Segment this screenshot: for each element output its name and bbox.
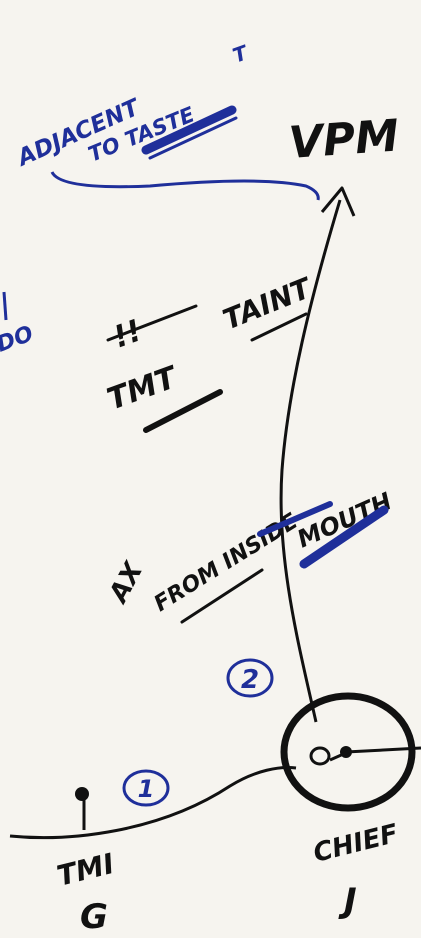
main-path-line <box>279 199 342 723</box>
blue-connector-arc <box>50 171 320 201</box>
tmt-quote-mark: !! <box>109 313 147 355</box>
tmt-label: TMT <box>103 360 184 418</box>
chief-label: CHIEF <box>310 819 401 869</box>
step-1-marker: 1 <box>122 769 170 807</box>
taint-underline <box>250 312 308 342</box>
tmi-pin <box>75 787 89 830</box>
ax-label: AX <box>103 556 150 609</box>
base-path-line <box>9 766 297 840</box>
mouth-label: MOUTH <box>293 487 396 553</box>
taste-mark: T <box>230 40 252 68</box>
hub-outer-ring <box>280 692 416 812</box>
step-2-marker: 2 <box>226 658 274 698</box>
arrowhead <box>320 186 356 217</box>
tmt-taint-label: TAINT <box>218 271 317 337</box>
tmt-taint-block: !! TMT TAINT <box>103 271 317 433</box>
quote-overline <box>106 304 198 342</box>
hub-inner-node <box>309 746 331 766</box>
step-1-number: 1 <box>138 775 155 803</box>
ax-underline <box>180 568 264 624</box>
step-2-number: 2 <box>241 665 259 695</box>
left-edge-text: DO <box>0 322 37 358</box>
taste-underline-thin <box>148 116 238 160</box>
hub-spoke-right <box>345 746 421 754</box>
tmi-pin-head <box>75 787 89 801</box>
tmi-label: TMI <box>54 847 118 893</box>
adjacent-to-taste-note: ADJACENT TO TASTE T <box>12 40 320 201</box>
inside-blue-highlight <box>257 501 333 537</box>
chief-hub <box>280 692 421 812</box>
step-2-circle <box>226 658 274 698</box>
tmi-sub-label: G <box>80 897 108 937</box>
ax-inside-mouth-block: AX FROM INSIDE MOUTH <box>103 487 396 624</box>
step-1-circle <box>122 769 170 807</box>
hub-spoke-inner <box>329 750 349 762</box>
mouth-blue-highlight <box>299 505 389 569</box>
left-edge-blue-stroke <box>2 291 8 321</box>
tmt-underline <box>143 389 223 433</box>
taste-underline-thick <box>141 105 237 155</box>
chief-sub-label: J <box>338 881 357 921</box>
vpm-label: VPM <box>287 110 400 169</box>
